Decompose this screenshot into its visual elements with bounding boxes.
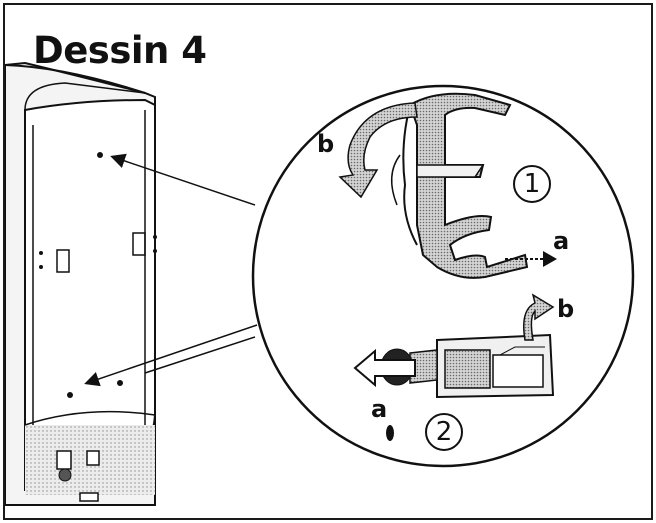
step2-label-b: b — [557, 295, 575, 323]
page-title: Dessin 4 — [33, 29, 207, 72]
step2-part-illustration — [380, 333, 555, 399]
step2-lift-arrow — [523, 293, 555, 341]
step1-clip-illustration — [391, 92, 529, 279]
step1-label-a: a — [553, 227, 570, 255]
slot-marker — [386, 425, 394, 441]
appliance-panel — [5, 61, 157, 506]
diagram-artwork — [5, 61, 635, 506]
diagram-frame: Dessin 4 1 2 b a a b — [3, 3, 653, 520]
step1-label-b: b — [317, 130, 335, 158]
callout-lines — [84, 153, 258, 387]
step-number-1: 1 — [513, 165, 551, 203]
step-number-2: 2 — [425, 413, 463, 451]
step2-label-a: a — [371, 395, 388, 423]
step1-rotate-arrow — [338, 102, 418, 199]
step1-pull-arrow — [505, 251, 557, 267]
step2-pull-arrow — [353, 348, 416, 388]
